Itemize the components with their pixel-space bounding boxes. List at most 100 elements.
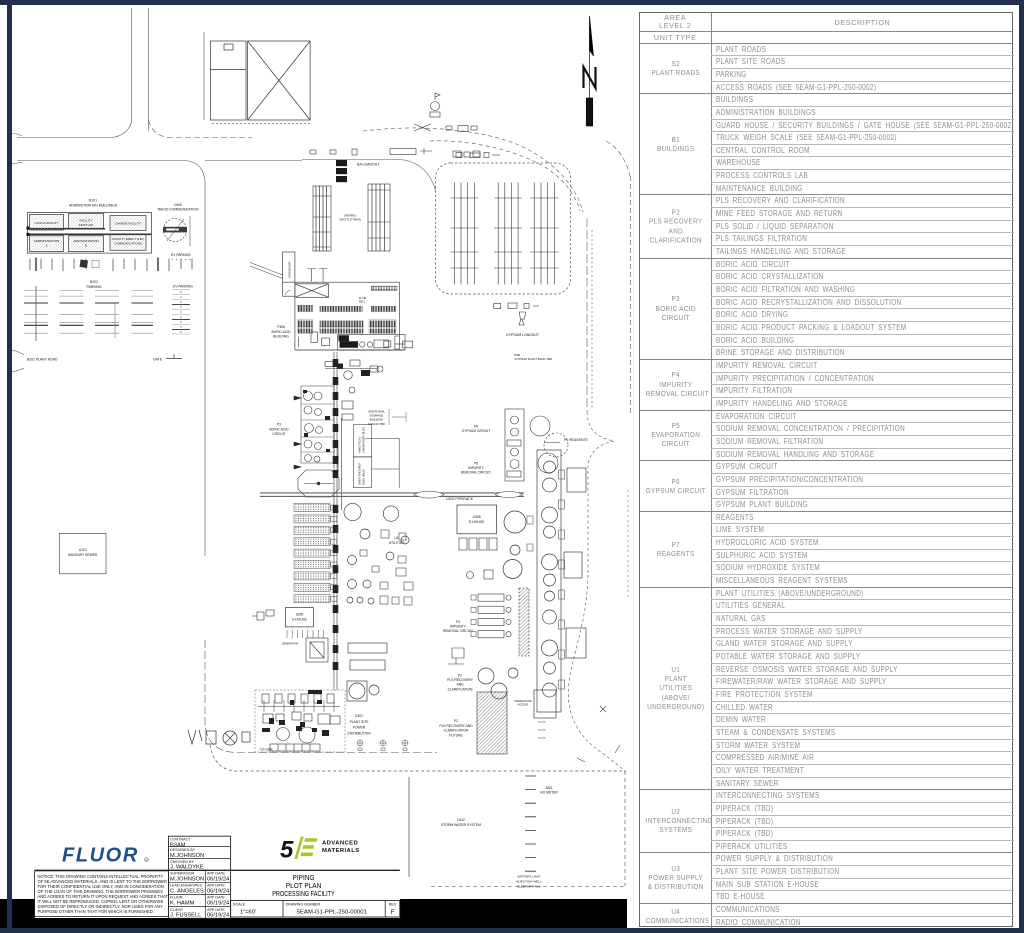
svg-text:ADDITIONAL: ADDITIONAL xyxy=(368,410,385,414)
svg-text:M.JOHNSON: M.JOHNSON xyxy=(170,853,204,859)
svg-text:U305: U305 xyxy=(473,515,481,519)
svg-text:CLARIFICATION: CLARIFICATION xyxy=(444,729,469,733)
svg-text:P2: P2 xyxy=(458,674,462,678)
svg-text:P2: P2 xyxy=(454,719,458,723)
svg-text:LEAD ENGR/SPEC.: LEAD ENGR/SPEC. xyxy=(170,884,203,888)
svg-text:5: 5 xyxy=(280,837,294,864)
svg-text:INJECTION WELL: INJECTION WELL xyxy=(516,880,542,884)
svg-text:P6: P6 xyxy=(474,425,478,429)
svg-text:POWER: POWER xyxy=(353,726,366,730)
svg-text:P3: P3 xyxy=(277,423,281,427)
svg-text:F: F xyxy=(391,909,395,916)
svg-text:ANALYTICAL: ANALYTICAL xyxy=(358,436,362,453)
svg-text:B101: B101 xyxy=(89,199,97,203)
svg-text:IMPURITY: IMPURITY xyxy=(468,466,485,470)
svg-text:DISPOSED OF DIRECTLY OR INDIRE: DISPOSED OF DIRECTLY OR INDIRECTLY, NOR … xyxy=(38,904,164,909)
svg-text:CLIENT: CLIENT xyxy=(170,908,184,912)
svg-text:ADVANCED: ADVANCED xyxy=(322,841,358,847)
svg-text:GYPSUM CIRCUIT: GYPSUM CIRCUIT xyxy=(462,429,491,433)
svg-text:BORIC ACID: BORIC ACID xyxy=(271,330,291,334)
svg-text:B3AM: B3AM xyxy=(170,842,186,848)
svg-text:P4: P4 xyxy=(456,620,460,624)
svg-text:FUTURE: FUTURE xyxy=(449,733,463,737)
svg-text:06/19/24: 06/19/24 xyxy=(207,913,229,919)
svg-text:P1 REAGENTS: P1 REAGENTS xyxy=(564,438,588,442)
svg-text:K. HAMM: K. HAMM xyxy=(170,901,195,907)
svg-text:PURPOSE OTHER THAN THAT FOR WH: PURPOSE OTHER THAN THAT FOR WHICH IS FUR… xyxy=(38,909,154,914)
svg-text:AND AGREES TO RETURN IT UPON R: AND AGREES TO RETURN IT UPON REQUEST AND… xyxy=(38,894,169,899)
svg-text:SANITARY SEWER: SANITARY SEWER xyxy=(68,553,98,557)
svg-text:GATE: GATE xyxy=(153,358,163,362)
svg-text:U202 PIPERACK: U202 PIPERACK xyxy=(446,497,474,501)
svg-text:STORM WATER SYSTEM: STORM WATER SYSTEM xyxy=(441,823,481,827)
svg-text:IT WILL NOT BE REPRODUCED, COP: IT WILL NOT BE REPRODUCED, COPIED, LENT … xyxy=(38,899,164,904)
svg-text:FOR THEIR CONFIDENTIAL USE ONL: FOR THEIR CONFIDENTIAL USE ONLY, AND IN … xyxy=(38,884,164,889)
svg-text:06/19/24: 06/19/24 xyxy=(207,877,229,883)
svg-text:AND: AND xyxy=(457,683,465,687)
svg-text:ADMINISTRATION: ADMINISTRATION xyxy=(73,239,98,243)
svg-text:LUNCH FACILITY: LUNCH FACILITY xyxy=(34,221,58,225)
svg-text:CO-GEN: CO-GEN xyxy=(260,748,273,752)
svg-text:DISTRIBUTION: DISTRIBUTION xyxy=(347,731,371,735)
svg-text:B201 PLANT ROAD: B201 PLANT ROAD xyxy=(27,358,58,362)
svg-text:REMOVAL CIRCUIT: REMOVAL CIRCUIT xyxy=(461,471,491,475)
svg-text:U112: U112 xyxy=(457,818,465,822)
svg-text:SHUTTLE TRAIN: SHUTTLE TRAIN xyxy=(339,218,361,222)
svg-text:REMOVAL CIRCUIT: REMOVAL CIRCUIT xyxy=(443,629,473,633)
svg-text:BLDG 40x30: BLDG 40x30 xyxy=(362,469,366,485)
svg-text:NO METER: NO METER xyxy=(540,791,558,795)
svg-text:J. WALDYKE: J. WALDYKE xyxy=(170,865,204,871)
svg-text:BATTERY LIMIT: BATTERY LIMIT xyxy=(518,875,541,879)
svg-text:APP DATE: APP DATE xyxy=(207,884,225,888)
svg-text:P5: P5 xyxy=(474,462,478,466)
svg-text:FIRST AID: FIRST AID xyxy=(79,223,94,227)
svg-text:1"=60': 1"=60' xyxy=(240,910,256,916)
svg-text:APP DATE: APP DATE xyxy=(207,872,225,876)
svg-text:U113: U113 xyxy=(79,548,87,552)
svg-text:SLEEPER RACK: SLEEPER RACK xyxy=(517,885,542,889)
svg-text:PELL: PELL xyxy=(359,300,366,303)
svg-text:PIPING: PIPING xyxy=(293,873,315,882)
svg-text:UREA/THIOUREA: UREA/THIOUREA xyxy=(358,463,362,485)
svg-text:CHECKED BY: CHECKED BY xyxy=(170,860,195,864)
svg-text:A: A xyxy=(45,244,47,248)
svg-text:PLANT SITE: PLANT SITE xyxy=(350,720,370,724)
svg-text:APP DATE: APP DATE xyxy=(207,896,225,900)
svg-text:PLS RECOVERY: PLS RECOVERY xyxy=(447,678,473,682)
svg-text:P6B: P6B xyxy=(514,353,520,357)
svg-text:06/19/24: 06/19/24 xyxy=(207,901,229,907)
svg-text:E-HOUSE: E-HOUSE xyxy=(292,617,307,621)
svg-text:B202: B202 xyxy=(90,280,98,284)
svg-text:REV: REV xyxy=(389,903,397,907)
svg-text:BA LOADOUT: BA LOADOUT xyxy=(357,163,380,167)
svg-text:ACCESS: ACCESS xyxy=(518,703,529,707)
svg-text:APP DATE: APP DATE xyxy=(207,908,225,912)
svg-text:GYPSUM PLANT BLDG TBD: GYPSUM PLANT BLDG TBD xyxy=(514,357,552,361)
svg-text:SCALE: SCALE xyxy=(233,903,246,907)
svg-text:MATERIALS: MATERIALS xyxy=(322,848,360,854)
svg-text:C. ANGELES: C. ANGELES xyxy=(170,889,204,895)
svg-text:PROCESSING FACILITY: PROCESSING FACILITY xyxy=(272,889,335,898)
svg-text:CONTRACT: CONTRACT xyxy=(170,838,191,842)
svg-text:BORIC ACID: BORIC ACID xyxy=(269,427,289,431)
svg-text:LABORATORY BLDG: LABORATORY BLDG xyxy=(362,427,366,453)
svg-text:GENERATOR: GENERATOR xyxy=(282,642,298,646)
svg-text:U1: U1 xyxy=(394,536,398,540)
svg-text:UTILITIES: UTILITIES xyxy=(389,541,406,545)
svg-text:CONVEYOR: CONVEYOR xyxy=(288,262,292,278)
svg-text:FACILITY: FACILITY xyxy=(79,219,92,223)
svg-text:P306: P306 xyxy=(277,325,285,329)
svg-text:FLUOR: FLUOR xyxy=(170,896,183,900)
svg-text:M.JOHNSON: M.JOHNSON xyxy=(170,877,204,883)
svg-text:FLUOR: FLUOR xyxy=(62,845,139,867)
svg-text:CLARIFICATION: CLARIFICATION xyxy=(448,687,473,691)
svg-text:CHANGE FACILITY: CHANGE FACILITY xyxy=(115,222,142,226)
svg-text:U300: U300 xyxy=(296,613,304,617)
svg-text:RADIO COMMUNICATION: RADIO COMMUNICATION xyxy=(158,208,199,212)
svg-text:SUPERVISOR: SUPERVISOR xyxy=(170,872,194,876)
svg-text:IMPURITY: IMPURITY xyxy=(450,625,467,629)
svg-text:EV PARKING: EV PARKING xyxy=(173,285,193,289)
svg-text:U301: U301 xyxy=(355,714,363,718)
svg-text:COMMUNICATIONS: COMMUNICATIONS xyxy=(114,242,142,246)
svg-text:BUILDING: BUILDING xyxy=(273,335,289,339)
